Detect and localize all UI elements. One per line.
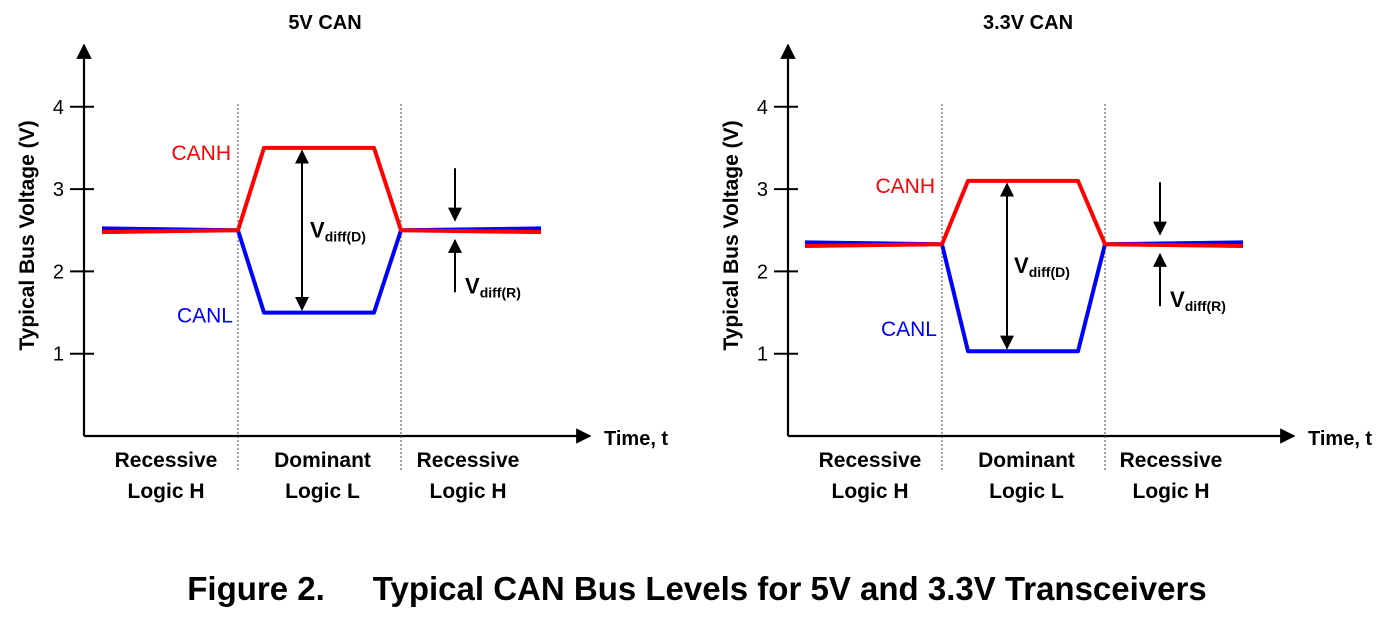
region-name: Recessive	[417, 449, 520, 472]
figure-caption: Figure 2. Typical CAN Bus Levels for 5V a…	[0, 570, 1394, 608]
region-state: Logic H	[128, 480, 205, 503]
chart-panel-1: 5V CAN Typical Bus Voltage (V) Time, t 1 2 3 4…	[16, 12, 668, 503]
vdiff-r-label: Vdiff(R)	[465, 273, 521, 300]
chart-title: 5V CAN	[288, 12, 361, 34]
region-name: Recessive	[819, 449, 922, 472]
region-state: Logic H	[1133, 480, 1210, 503]
x-axis-label: Time, t	[1308, 428, 1372, 450]
region-name: Dominant	[978, 449, 1075, 472]
series-label-canl: CANL	[177, 305, 233, 328]
y-tick-label: 4	[53, 97, 64, 119]
region-state: Logic H	[430, 480, 507, 503]
figure-number: Figure 2.	[187, 570, 325, 607]
series-line-canh	[101, 145, 542, 235]
y-tick-label: 2	[53, 261, 64, 283]
region-name: Recessive	[115, 449, 218, 472]
y-tick-label: 4	[757, 97, 768, 119]
region-name: Dominant	[274, 449, 371, 472]
can-bus-levels-figure: 5V CAN Typical Bus Voltage (V) Time, t 1 2 3 4…	[16, 12, 1372, 503]
y-tick-label: 1	[757, 344, 768, 366]
y-tick-label: 2	[757, 261, 768, 283]
y-axis-label: Typical Bus Voltage (V)	[16, 120, 39, 350]
series-label-canh: CANH	[875, 175, 935, 198]
y-axis-label: Typical Bus Voltage (V)	[720, 120, 743, 350]
y-tick-label: 1	[53, 344, 64, 366]
region-state: Logic H	[832, 480, 909, 503]
series-line-canh	[804, 178, 1244, 248]
chart-title: 3.3V CAN	[983, 12, 1073, 34]
vdiff-d-label: Vdiff(D)	[1014, 253, 1070, 280]
region-state: Logic L	[285, 480, 360, 503]
vdiff-r-label: Vdiff(R)	[1170, 287, 1226, 314]
series-label-canl: CANL	[881, 318, 937, 341]
x-axis-label: Time, t	[604, 428, 668, 450]
series-label-canh: CANH	[171, 142, 231, 165]
y-tick-label: 3	[53, 179, 64, 201]
chart-panel-2: 3.3V CAN Typical Bus Voltage (V) Time, t 1 2…	[720, 12, 1372, 503]
region-state: Logic L	[989, 480, 1064, 503]
y-tick-label: 3	[757, 179, 768, 201]
region-name: Recessive	[1120, 449, 1223, 472]
vdiff-d-label: Vdiff(D)	[310, 217, 366, 244]
figure-title: Typical CAN Bus Levels for 5V and 3.3V T…	[372, 570, 1207, 607]
